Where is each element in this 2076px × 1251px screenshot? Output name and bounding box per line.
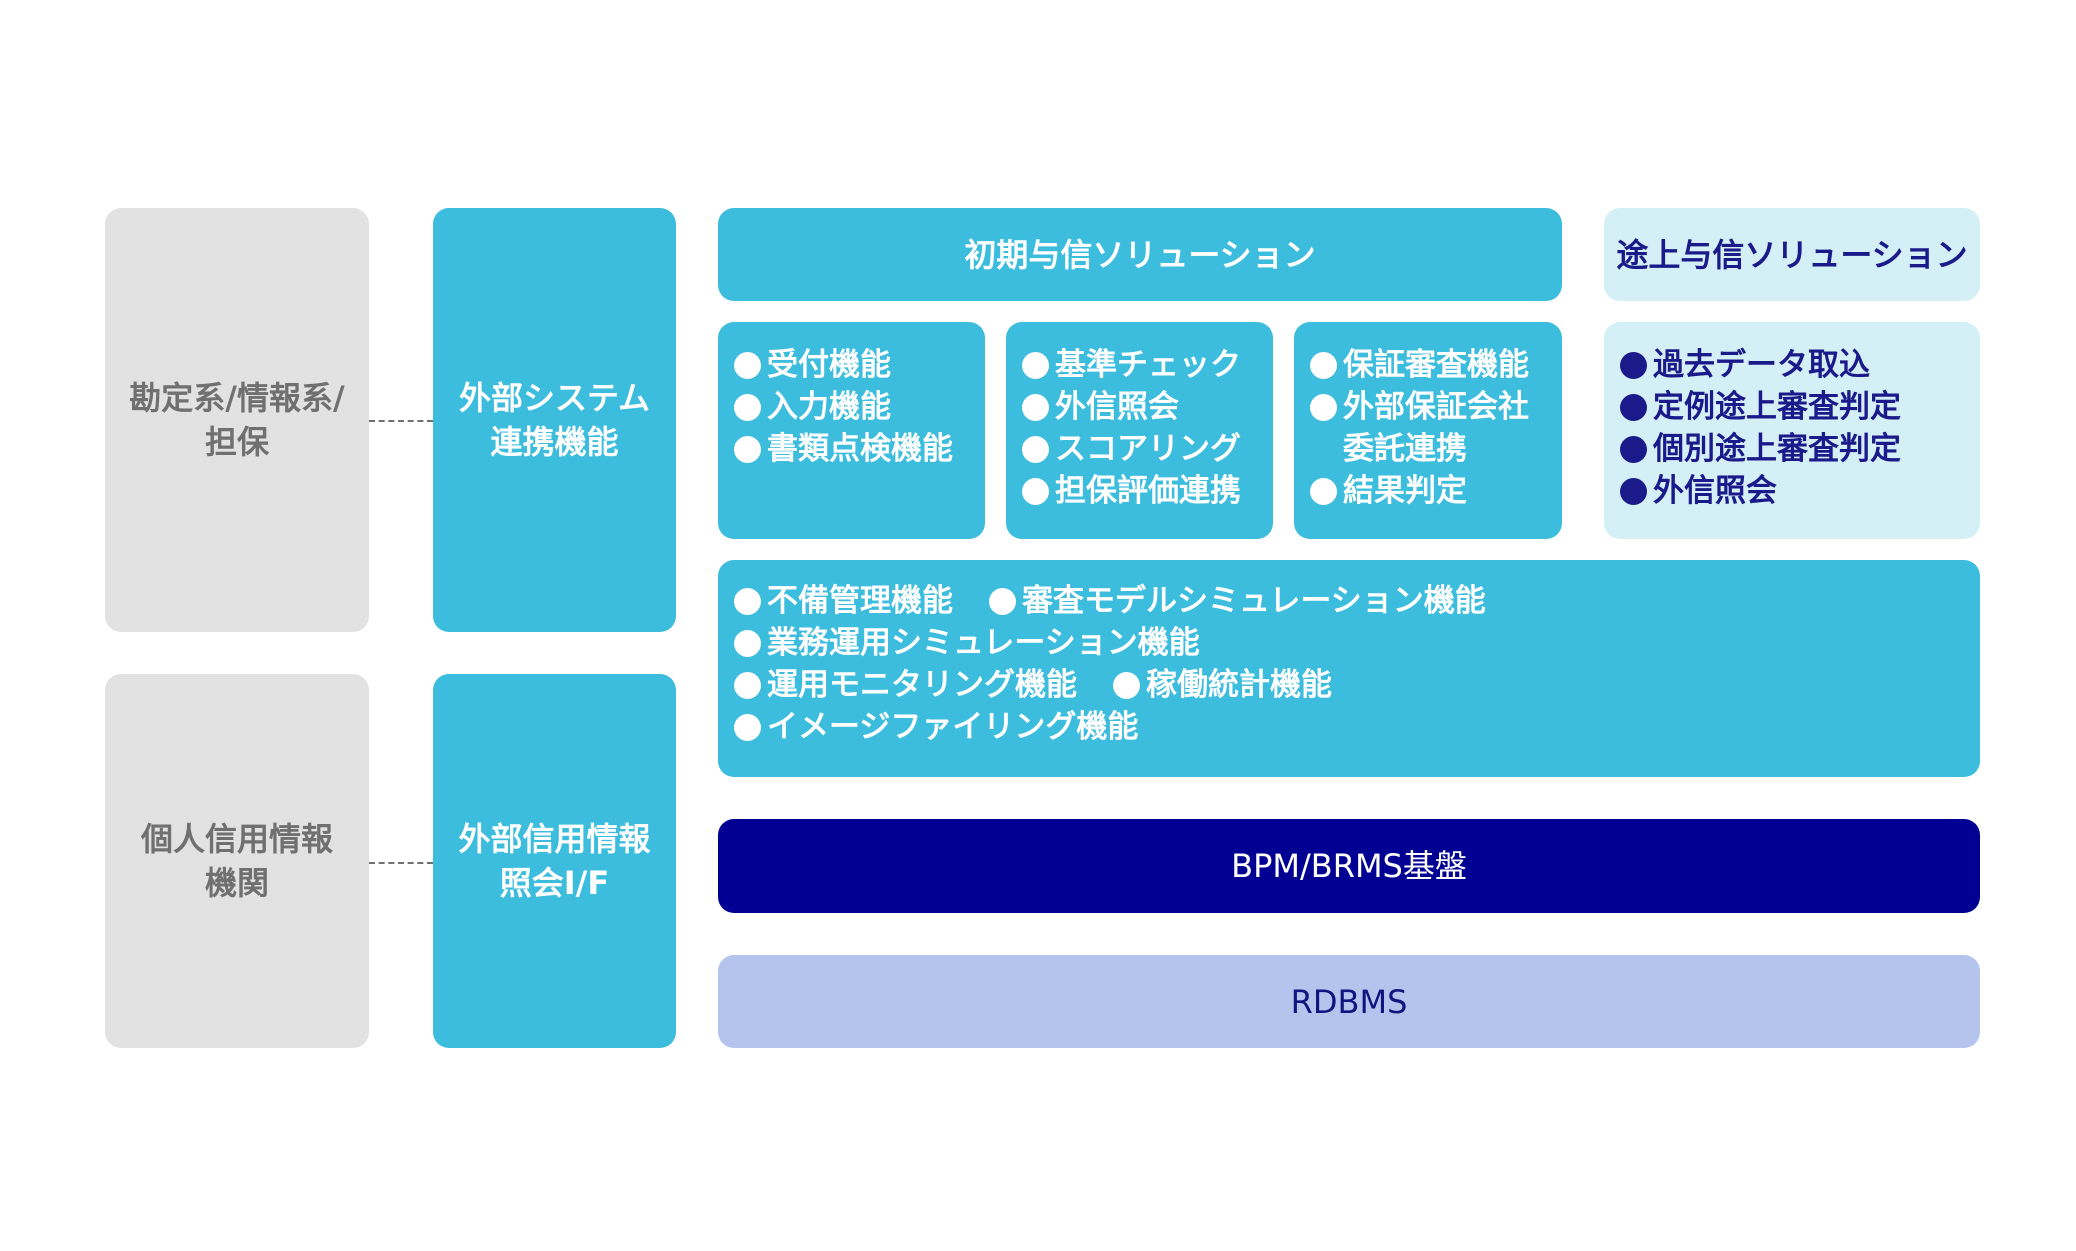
bullet-icon [989,588,1016,615]
item-label: スコアリング [1055,431,1241,467]
bullet-icon [1022,352,1049,379]
bullet-icon [1310,478,1337,505]
bullet-icon [1620,352,1647,379]
list-item: スコアリング [1022,428,1241,470]
bullet-icon [734,352,761,379]
connector-accounting [369,420,433,422]
credit-inquiry-if-box: 外部信用情報 照会I/F [433,674,676,1048]
bullet-icon [734,588,761,615]
item-label: 過去データ取込 [1653,347,1870,383]
list-item: 入力機能 [734,386,953,428]
external-credit-bureau-box: 個人信用情報 機関 [105,674,369,1048]
item-label: 受付機能 [767,347,891,383]
bullet-icon [1113,672,1140,699]
bullet-icon [1620,394,1647,421]
bullet-icon [734,630,761,657]
common-functions: 不備管理機能 審査モデルシミュレーション機能 業務運用シミュレーション機能 運用… [718,560,1980,777]
list-item: 結果判定 [1310,470,1529,512]
common-row: イメージファイリング機能 [734,706,1522,748]
initial-col1-list: 受付機能 入力機能 書類点検機能 [734,344,953,470]
bullet-icon [734,672,761,699]
item-label: 外信照会 [1653,473,1777,509]
item-label: 運用モニタリング機能 [767,667,1077,703]
initial-col2-list: 基準チェック 外信照会 スコアリング 担保評価連携 [1022,344,1241,512]
list-item: 外信照会 [1620,470,1901,512]
item-label: 審査モデルシミュレーション機能 [1022,583,1486,619]
list-item: 運用モニタリング機能 [734,664,1077,706]
item-label: 書類点検機能 [767,431,953,467]
item-label: 基準チェック [1055,347,1241,383]
initial-functions-col1: 受付機能 入力機能 書類点検機能 [718,322,985,539]
item-label: 不備管理機能 [767,583,953,619]
bullet-icon [1022,436,1049,463]
item-label: 担保評価連携 [1055,473,1241,509]
item-label: 稼働統計機能 [1146,667,1332,703]
list-item: 受付機能 [734,344,953,386]
list-item: 外部保証会社 委託連携 [1310,386,1529,470]
item-label: 業務運用シミュレーション機能 [767,625,1200,661]
bullet-icon [1310,394,1337,421]
midterm-functions: 過去データ取込 定例途上審査判定 個別途上審査判定 外信照会 [1604,322,1980,539]
item-label: 入力機能 [767,389,891,425]
list-item: 書類点検機能 [734,428,953,470]
item-label: 外部保証会社 委託連携 [1343,389,1529,467]
list-item: 審査モデルシミュレーション機能 [989,580,1486,622]
common-row: 運用モニタリング機能 稼働統計機能 [734,664,1522,706]
initial-col3-list: 保証審査機能 外部保証会社 委託連携 結果判定 [1310,344,1529,512]
bullet-icon [1620,436,1647,463]
common-functions-list: 不備管理機能 審査モデルシミュレーション機能 業務運用シミュレーション機能 運用… [734,580,1522,748]
midterm-list: 過去データ取込 定例途上審査判定 個別途上審査判定 外信照会 [1620,344,1901,512]
list-item: 定例途上審査判定 [1620,386,1901,428]
bullet-icon [734,394,761,421]
list-item: 保証審査機能 [1310,344,1529,386]
connector-credit-bureau [369,862,433,864]
list-item: 個別途上審査判定 [1620,428,1901,470]
item-label: 結果判定 [1343,473,1467,509]
list-item: 基準チェック [1022,344,1241,386]
bullet-icon [1022,478,1049,505]
initial-functions-col2: 基準チェック 外信照会 スコアリング 担保評価連携 [1006,322,1273,539]
bullet-icon [1310,352,1337,379]
bpm-brms-platform: BPM/BRMS基盤 [718,819,1980,913]
item-label: 定例途上審査判定 [1653,389,1901,425]
list-item: 過去データ取込 [1620,344,1901,386]
list-item: 不備管理機能 [734,580,953,622]
item-label: 個別途上審査判定 [1653,431,1901,467]
common-row: 不備管理機能 審査モデルシミュレーション機能 [734,580,1522,622]
bullet-icon [734,436,761,463]
list-item: 稼働統計機能 [1113,664,1332,706]
list-item: イメージファイリング機能 [734,706,1138,748]
list-item: 外信照会 [1022,386,1241,428]
item-label: 外信照会 [1055,389,1179,425]
initial-credit-title: 初期与信ソリューション [718,208,1562,301]
list-item: 業務運用シミュレーション機能 [734,622,1200,664]
external-accounting-box: 勘定系/情報系/ 担保 [105,208,369,632]
system-link-box: 外部システム 連携機能 [433,208,676,632]
list-item: 担保評価連携 [1022,470,1241,512]
item-label: イメージファイリング機能 [767,709,1139,745]
item-label: 保証審査機能 [1343,347,1529,383]
rdbms-layer: RDBMS [718,955,1980,1048]
bullet-icon [1022,394,1049,421]
bullet-icon [734,714,761,741]
midterm-credit-title: 途上与信ソリューション [1604,208,1980,301]
initial-functions-col3: 保証審査機能 外部保証会社 委託連携 結果判定 [1294,322,1562,539]
bullet-icon [1620,478,1647,505]
common-row: 業務運用シミュレーション機能 [734,622,1522,664]
